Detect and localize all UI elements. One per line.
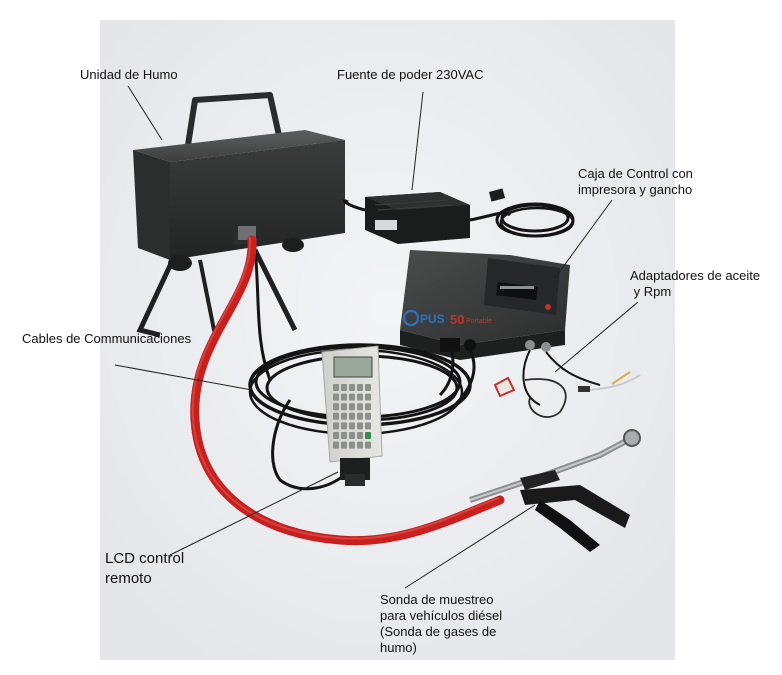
remote-key <box>333 384 339 391</box>
photo-background <box>100 20 675 660</box>
leader-smoke-unit <box>127 85 163 141</box>
lcd-screen <box>333 356 373 378</box>
remote-key <box>333 412 339 420</box>
remote-key <box>365 403 371 411</box>
remote-key <box>333 403 339 411</box>
remote-key <box>349 412 355 420</box>
remote-key <box>333 393 339 401</box>
remote-key <box>357 384 363 391</box>
remote-key <box>349 384 355 391</box>
remote-key <box>349 422 355 430</box>
label-probe-line3: (Sonda de gases de <box>380 624 497 639</box>
remote-key <box>341 441 347 449</box>
remote-key <box>341 422 347 430</box>
remote-key <box>341 432 347 439</box>
remote-key <box>341 412 347 420</box>
remote-key <box>357 403 363 411</box>
brand-logo-icon <box>402 309 420 327</box>
remote-key <box>365 412 371 420</box>
label-comm-cables: Cables de Communicaciones <box>22 331 192 346</box>
remote-key <box>357 412 363 420</box>
remote-key <box>341 393 347 401</box>
label-smoke-unit: Unidad de Humo <box>80 67 178 82</box>
label-lcd-remote: LCD control remoto <box>105 549 225 589</box>
remote-key <box>365 384 371 391</box>
remote-key <box>357 422 363 430</box>
remote-key <box>365 422 371 430</box>
device-model-number: 50 <box>450 312 464 327</box>
label-adapters: Adaptadores de aceite y Rpm <box>630 268 780 300</box>
remote-key <box>349 441 355 449</box>
adapters <box>493 349 641 418</box>
remote-key <box>333 441 339 449</box>
remote-key <box>357 393 363 401</box>
leader-adapters <box>554 301 639 373</box>
remote-key <box>365 441 371 449</box>
leader-comm-cables <box>114 364 253 391</box>
remote-key <box>333 432 339 439</box>
leader-power-supply <box>411 91 424 191</box>
remote-key <box>349 432 355 439</box>
leader-lcd-remote <box>169 471 339 556</box>
remote-key <box>341 403 347 411</box>
label-lcd-remote-line2: remoto <box>105 570 152 587</box>
sampling-probe <box>469 429 641 552</box>
remote-key <box>365 432 371 439</box>
label-probe: Sonda de muestreo para vehículos diésel … <box>380 592 550 656</box>
remote-key <box>365 393 371 401</box>
label-control-box: Caja de Control con impresora y gancho <box>578 166 738 198</box>
label-probe-line4: humo) <box>380 640 417 655</box>
label-adapters-line2: y Rpm <box>630 284 672 299</box>
label-control-box-line2: impresora y gancho <box>578 182 693 197</box>
smoke-unit <box>133 92 345 338</box>
device-subtitle: Portable <box>466 318 492 325</box>
remote-key <box>357 432 363 439</box>
remote-key <box>333 422 339 430</box>
control-box: PUS 50 Portable <box>400 250 570 360</box>
leader-lines <box>114 85 639 589</box>
lcd-remote-device <box>321 345 383 486</box>
device-brand: PUS <box>420 312 445 326</box>
remote-keypad <box>333 384 371 449</box>
label-control-box-line1: Caja de Control con <box>578 166 693 181</box>
remote-key <box>349 403 355 411</box>
remote-key <box>341 384 347 391</box>
label-power-supply: Fuente de poder 230VAC <box>337 67 484 82</box>
remote-key <box>349 393 355 401</box>
label-adapters-line1: Adaptadores de aceite <box>630 268 761 283</box>
power-supply <box>342 188 575 244</box>
remote-key <box>357 441 363 449</box>
label-lcd-remote-line1: LCD control <box>105 550 185 567</box>
label-probe-line1: Sonda de muestreo <box>380 592 494 607</box>
leader-control-box <box>554 199 613 279</box>
leader-probe <box>404 504 536 589</box>
label-probe-line2: para vehículos diésel <box>380 608 503 623</box>
